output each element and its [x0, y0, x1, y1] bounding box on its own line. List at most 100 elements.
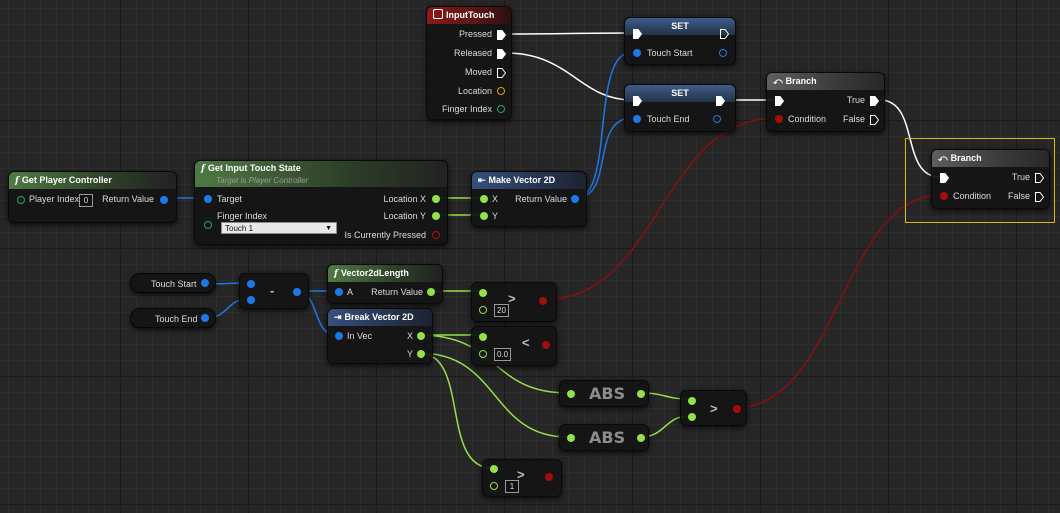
controller-return-pin[interactable]	[160, 196, 168, 204]
set-end-exec-out[interactable]	[716, 96, 725, 106]
make-vec-x-pin[interactable]	[480, 195, 488, 203]
branch-2-false-pin[interactable]	[1035, 192, 1044, 202]
moved-exec-pin[interactable]	[497, 68, 506, 78]
subtract-a-pin[interactable]	[247, 280, 255, 288]
released-exec-pin[interactable]	[497, 49, 506, 59]
vector2d-length-title: Vector2dLength	[340, 268, 409, 278]
touch-start-variable-node[interactable]: Touch Start	[130, 273, 216, 293]
branch-2-condition-pin[interactable]	[940, 192, 948, 200]
greater-3-out-pin[interactable]	[545, 473, 553, 481]
greater-3-b-pin[interactable]	[490, 482, 498, 490]
make-vec-return-pin[interactable]	[571, 195, 579, 203]
touch-end-out-pin[interactable]	[713, 115, 721, 123]
break-vector-2d-node[interactable]: ⇥Break Vector 2D In Vec X Y	[327, 308, 433, 364]
input-touch-header[interactable]: InputTouch	[427, 7, 511, 24]
break-vector-2d-title: Break Vector 2D	[344, 312, 414, 322]
make-vec-y-pin[interactable]	[480, 212, 488, 220]
target-pin[interactable]	[204, 195, 212, 203]
make-struct-icon: ⇤	[478, 175, 486, 185]
subtract-node[interactable]: -	[239, 273, 309, 309]
set-touch-start-node[interactable]: SET Touch Start	[624, 17, 736, 65]
touch-end-variable-node[interactable]: Touch End	[130, 308, 216, 328]
location-pin[interactable]	[497, 87, 505, 95]
greater-2-b-pin[interactable]	[688, 413, 696, 421]
branch-1-condition-pin[interactable]	[775, 115, 783, 123]
greater-1-out-pin[interactable]	[539, 297, 547, 305]
abs-node-2[interactable]: ABS	[559, 424, 649, 451]
less-than-node[interactable]: 0.0 <	[471, 326, 557, 366]
greater-than-node-2[interactable]: >	[680, 390, 747, 426]
finger-index-in-pin[interactable]	[204, 221, 212, 229]
abs-1-in-pin[interactable]	[567, 390, 575, 398]
greater-than-node-3[interactable]: 1 >	[482, 459, 562, 497]
break-vec-in-label: In Vec	[347, 331, 373, 341]
less-a-pin[interactable]	[479, 333, 487, 341]
abs-node-1[interactable]: ABS	[559, 380, 649, 407]
abs-1-out-pin[interactable]	[637, 390, 645, 398]
branch-2-true-pin[interactable]	[1035, 173, 1044, 183]
make-vector-2d-header: ⇤Make Vector 2D	[472, 172, 586, 189]
break-vec-x-pin[interactable]	[417, 332, 425, 340]
wire-pressed-to-set-start[interactable]	[505, 32, 633, 35]
set-start-exec-out[interactable]	[720, 29, 729, 39]
greater-1-value-input[interactable]: 20	[494, 304, 509, 317]
abs-2-in-pin[interactable]	[567, 434, 575, 442]
subtract-out-pin[interactable]	[293, 288, 301, 296]
wire-y-to-greater3[interactable]	[418, 352, 493, 469]
input-touch-node[interactable]: InputTouch Pressed Released Moved Locati…	[426, 6, 512, 120]
set-touch-end-node[interactable]: SET Touch End	[624, 84, 736, 132]
vector2d-length-a-pin[interactable]	[335, 288, 343, 296]
branch-node-1[interactable]: ⤺Branch True Condition False	[766, 72, 885, 132]
player-index-input[interactable]: 0	[79, 194, 93, 207]
greater-2-a-pin[interactable]	[688, 397, 696, 405]
abs-2-out-pin[interactable]	[637, 434, 645, 442]
branch-1-true-pin[interactable]	[870, 96, 879, 106]
touch-start-var-pin[interactable]	[201, 279, 209, 287]
wire-greater2-to-branch2[interactable]	[733, 194, 943, 409]
touch-start-out-pin[interactable]	[719, 49, 727, 57]
vector2d-length-a-label: A	[347, 287, 354, 297]
abs-2-label: ABS	[589, 428, 626, 447]
subtract-b-pin[interactable]	[247, 296, 255, 304]
finger-index-dropdown[interactable]: Touch 1 ▼	[221, 222, 337, 234]
location-x-pin[interactable]	[432, 195, 440, 203]
branch-2-false-label: False	[1007, 191, 1030, 201]
make-vector-2d-node[interactable]: ⇤Make Vector 2D X Y Return Value	[471, 171, 587, 227]
vector2d-length-return-pin[interactable]	[427, 288, 435, 296]
greater-1-a-pin[interactable]	[479, 289, 487, 297]
is-pressed-pin[interactable]	[432, 231, 440, 239]
branch-2-exec-in[interactable]	[940, 173, 949, 183]
player-index-pin[interactable]	[17, 196, 25, 204]
greater-than-node-1[interactable]: 20 >	[471, 282, 557, 322]
touch-start-in-pin[interactable]	[633, 49, 641, 57]
greater-1-b-pin[interactable]	[479, 306, 487, 314]
set-touch-start-header: SET	[625, 18, 735, 35]
branch-1-exec-in[interactable]	[775, 96, 784, 106]
break-vec-y-pin[interactable]	[417, 350, 425, 358]
finger-index-pin[interactable]	[497, 105, 505, 113]
break-vec-in-pin[interactable]	[335, 332, 343, 340]
finger-index-dropdown-value: Touch 1	[225, 224, 254, 233]
wire-y-to-abs2[interactable]	[418, 352, 569, 438]
less-out-pin[interactable]	[542, 341, 550, 349]
greater-3-a-pin[interactable]	[490, 465, 498, 473]
less-value-input[interactable]: 0.0	[494, 348, 512, 361]
less-b-pin[interactable]	[479, 350, 487, 358]
branch-1-false-pin[interactable]	[870, 115, 879, 125]
greater-2-out-pin[interactable]	[733, 405, 741, 413]
get-input-touch-state-title: Get Input Touch State	[207, 163, 301, 173]
pressed-exec-pin[interactable]	[497, 30, 506, 40]
location-y-pin[interactable]	[432, 212, 440, 220]
set-end-exec-in[interactable]	[633, 96, 642, 106]
branch-node-2[interactable]: ⤺Branch True Condition False	[931, 149, 1050, 209]
wire-released-to-set-end[interactable]	[505, 52, 633, 101]
touch-end-in-pin[interactable]	[633, 115, 641, 123]
make-vec-return-label: Return Value	[515, 194, 567, 204]
touch-end-var-pin[interactable]	[201, 314, 209, 322]
wire-vec-to-touch-start[interactable]	[575, 51, 633, 199]
set-start-exec-in[interactable]	[633, 29, 642, 39]
greater-3-value-input[interactable]: 1	[505, 480, 519, 493]
